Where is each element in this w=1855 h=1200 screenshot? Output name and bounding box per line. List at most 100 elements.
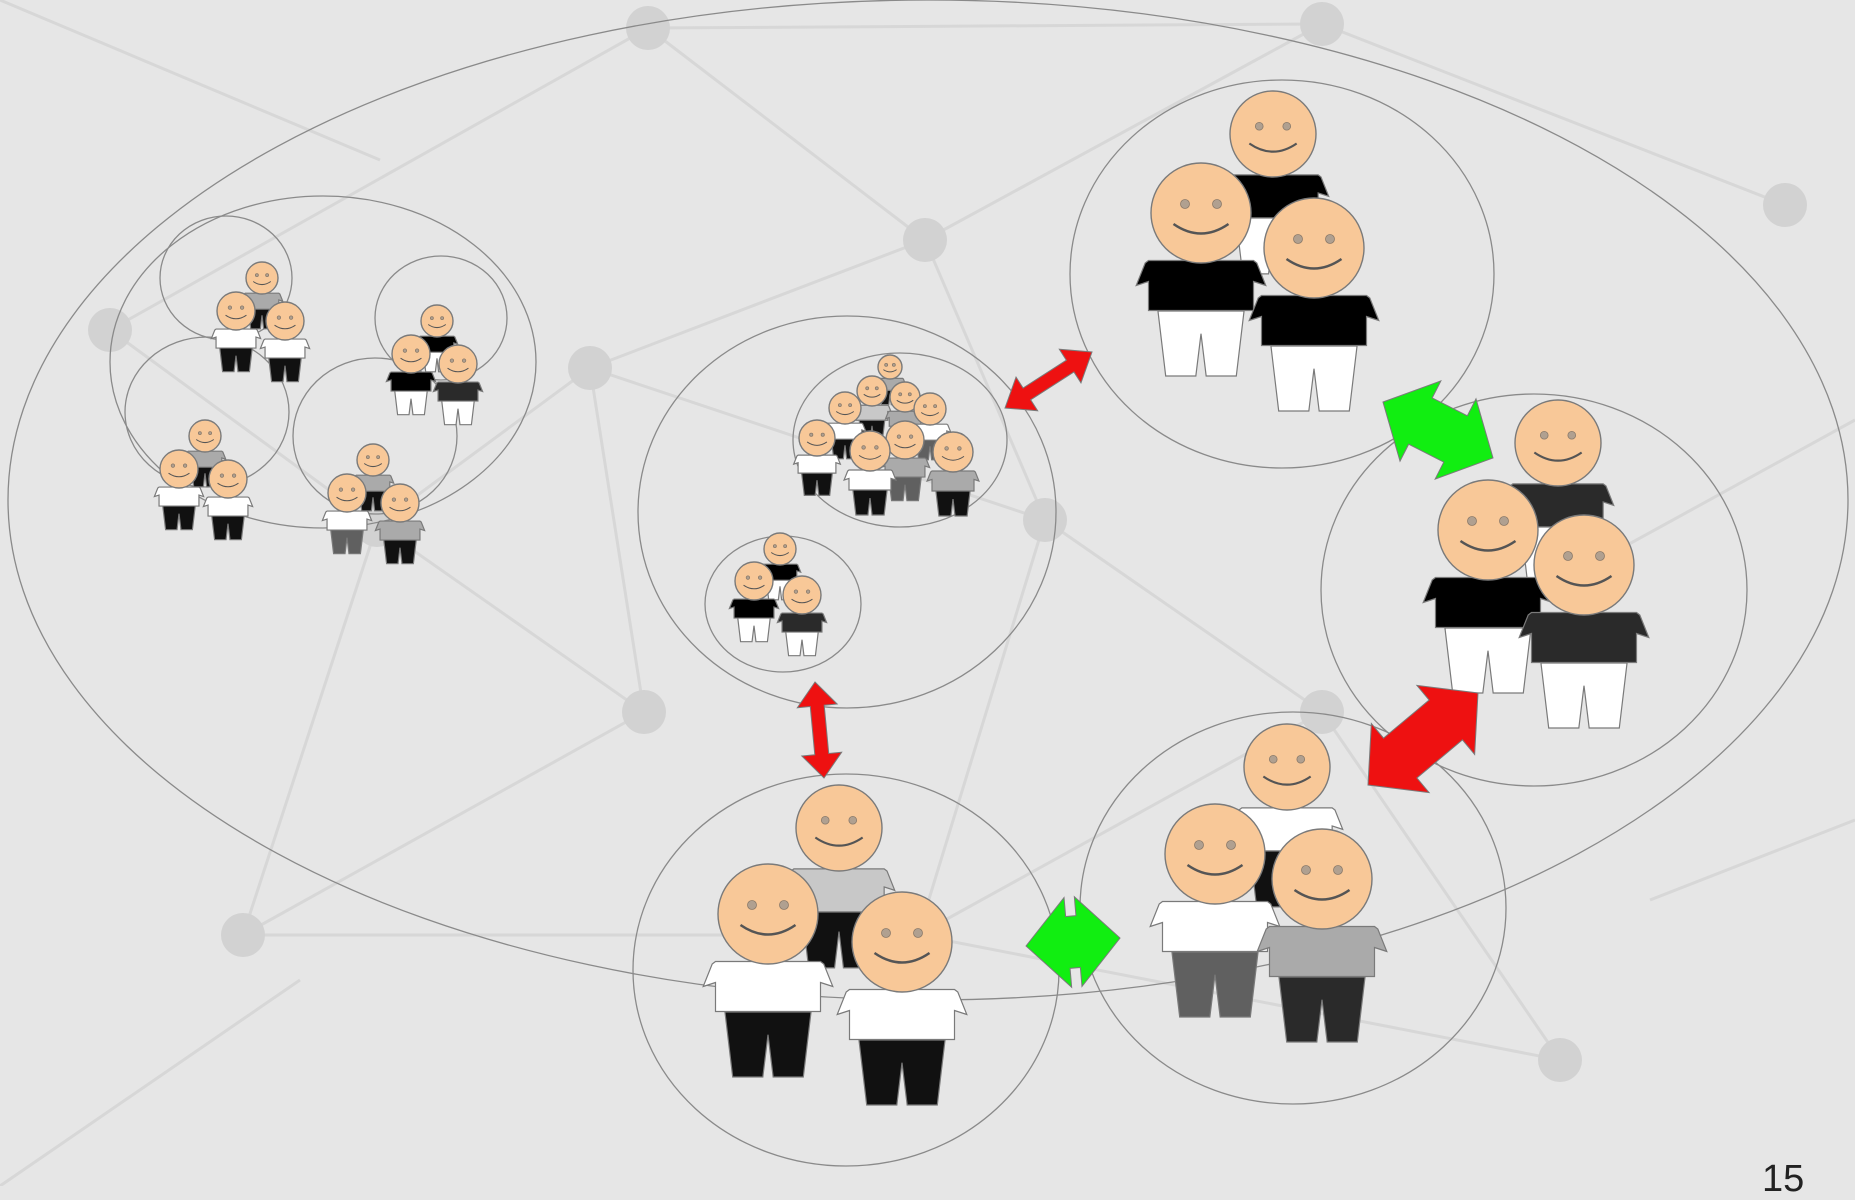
pants bbox=[736, 616, 772, 643]
eye bbox=[1254, 121, 1264, 131]
network-link bbox=[109, 26, 649, 332]
smile bbox=[1186, 863, 1244, 876]
head bbox=[1514, 399, 1602, 487]
pants bbox=[1157, 310, 1245, 377]
conflict-arrow bbox=[1004, 348, 1093, 412]
smile bbox=[274, 324, 296, 330]
eye bbox=[1226, 840, 1236, 850]
shirt bbox=[1518, 611, 1650, 664]
pants bbox=[329, 528, 365, 555]
person-icon bbox=[202, 459, 254, 541]
eye bbox=[772, 544, 777, 549]
smile bbox=[427, 324, 447, 329]
person-icon bbox=[1422, 479, 1554, 694]
pants bbox=[784, 630, 820, 657]
smile bbox=[873, 951, 931, 964]
relation-arrows bbox=[796, 348, 1494, 989]
person-icon bbox=[385, 334, 437, 416]
eye bbox=[907, 392, 912, 397]
eye bbox=[1282, 121, 1292, 131]
person-icon bbox=[432, 344, 484, 426]
eye bbox=[414, 348, 420, 353]
network-node bbox=[568, 346, 612, 390]
eye bbox=[805, 589, 811, 594]
person-icon bbox=[1135, 162, 1267, 377]
smile bbox=[1248, 142, 1298, 153]
smile bbox=[1459, 539, 1517, 552]
eye bbox=[219, 473, 225, 478]
eye bbox=[865, 386, 870, 391]
pants bbox=[724, 1011, 812, 1078]
eye bbox=[898, 392, 903, 397]
head bbox=[208, 459, 248, 499]
smile bbox=[1555, 574, 1613, 587]
eye bbox=[874, 445, 879, 450]
person-icon bbox=[1256, 828, 1388, 1043]
network-link bbox=[924, 22, 1323, 242]
eye bbox=[1499, 516, 1509, 526]
head bbox=[438, 344, 478, 384]
smile bbox=[920, 412, 940, 417]
cluster-left-outline bbox=[109, 195, 537, 529]
eye bbox=[837, 403, 842, 408]
pants bbox=[935, 489, 971, 517]
eye bbox=[170, 463, 176, 468]
person-icon bbox=[728, 561, 780, 643]
smile bbox=[1172, 222, 1230, 235]
eye bbox=[1293, 234, 1303, 244]
smile bbox=[896, 399, 914, 404]
head bbox=[856, 375, 888, 407]
eye bbox=[429, 316, 434, 321]
pants bbox=[852, 488, 888, 516]
network-link bbox=[589, 238, 926, 370]
smile bbox=[743, 584, 765, 590]
eye bbox=[809, 432, 814, 437]
smile bbox=[225, 314, 247, 320]
head bbox=[795, 784, 883, 872]
conflict-arrow bbox=[796, 681, 843, 779]
pants bbox=[800, 471, 834, 496]
head bbox=[717, 863, 819, 965]
eye bbox=[231, 473, 237, 478]
head bbox=[1437, 479, 1539, 581]
eye bbox=[745, 575, 751, 580]
group-outline bbox=[374, 255, 508, 381]
person-icon bbox=[843, 430, 897, 516]
shirt bbox=[321, 510, 373, 531]
smile bbox=[883, 369, 897, 373]
group-large-outline bbox=[1069, 79, 1495, 469]
eye bbox=[957, 446, 962, 451]
head bbox=[1229, 90, 1317, 178]
network-link bbox=[1320, 711, 1562, 1061]
head bbox=[734, 561, 774, 601]
network-node bbox=[1300, 690, 1344, 734]
smile bbox=[814, 836, 864, 847]
network-link bbox=[241, 524, 379, 936]
eye bbox=[944, 446, 949, 451]
eye bbox=[884, 362, 889, 367]
eye bbox=[820, 815, 830, 825]
network-link bbox=[916, 519, 1047, 936]
shirt bbox=[374, 520, 426, 541]
eye bbox=[402, 348, 408, 353]
eye bbox=[1296, 754, 1306, 764]
eye bbox=[1325, 234, 1335, 244]
smile bbox=[336, 496, 358, 502]
network-link bbox=[242, 710, 645, 937]
network-node bbox=[221, 913, 265, 957]
smile bbox=[863, 393, 881, 398]
eye bbox=[783, 544, 788, 549]
network-node bbox=[1023, 498, 1067, 542]
head bbox=[420, 304, 454, 338]
network-link bbox=[1044, 518, 1323, 714]
head bbox=[380, 483, 420, 523]
eye bbox=[403, 497, 409, 502]
eye bbox=[1539, 430, 1549, 440]
network-link bbox=[0, 978, 301, 1188]
person-icon bbox=[792, 419, 842, 496]
eye bbox=[182, 463, 188, 468]
network-node bbox=[1300, 2, 1344, 46]
smile bbox=[941, 455, 965, 461]
head bbox=[265, 301, 305, 341]
